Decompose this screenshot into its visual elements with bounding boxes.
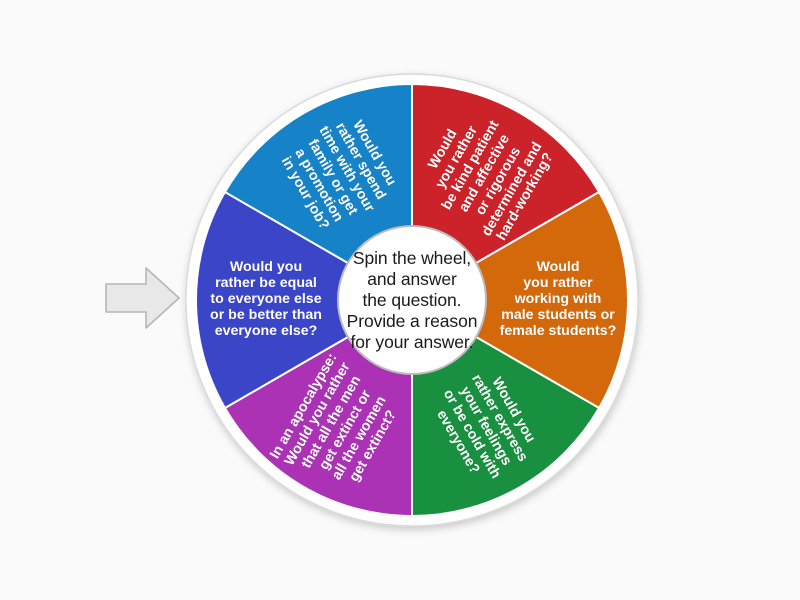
pointer-arrow-icon [105,267,180,329]
spinner-wheel[interactable]: Would you rather be kind patient and aff… [180,68,644,532]
spinner-pointer [100,262,185,334]
wheel-segment-orange[interactable] [410,190,629,410]
wheel-hub [337,225,487,375]
segment-text: Would you rather be equal to everyone el… [210,259,322,339]
wheel-graphic[interactable] [180,68,644,532]
wheel-segment-indigo[interactable] [195,190,414,410]
segment-text: Would you rather working with male stude… [499,259,617,339]
